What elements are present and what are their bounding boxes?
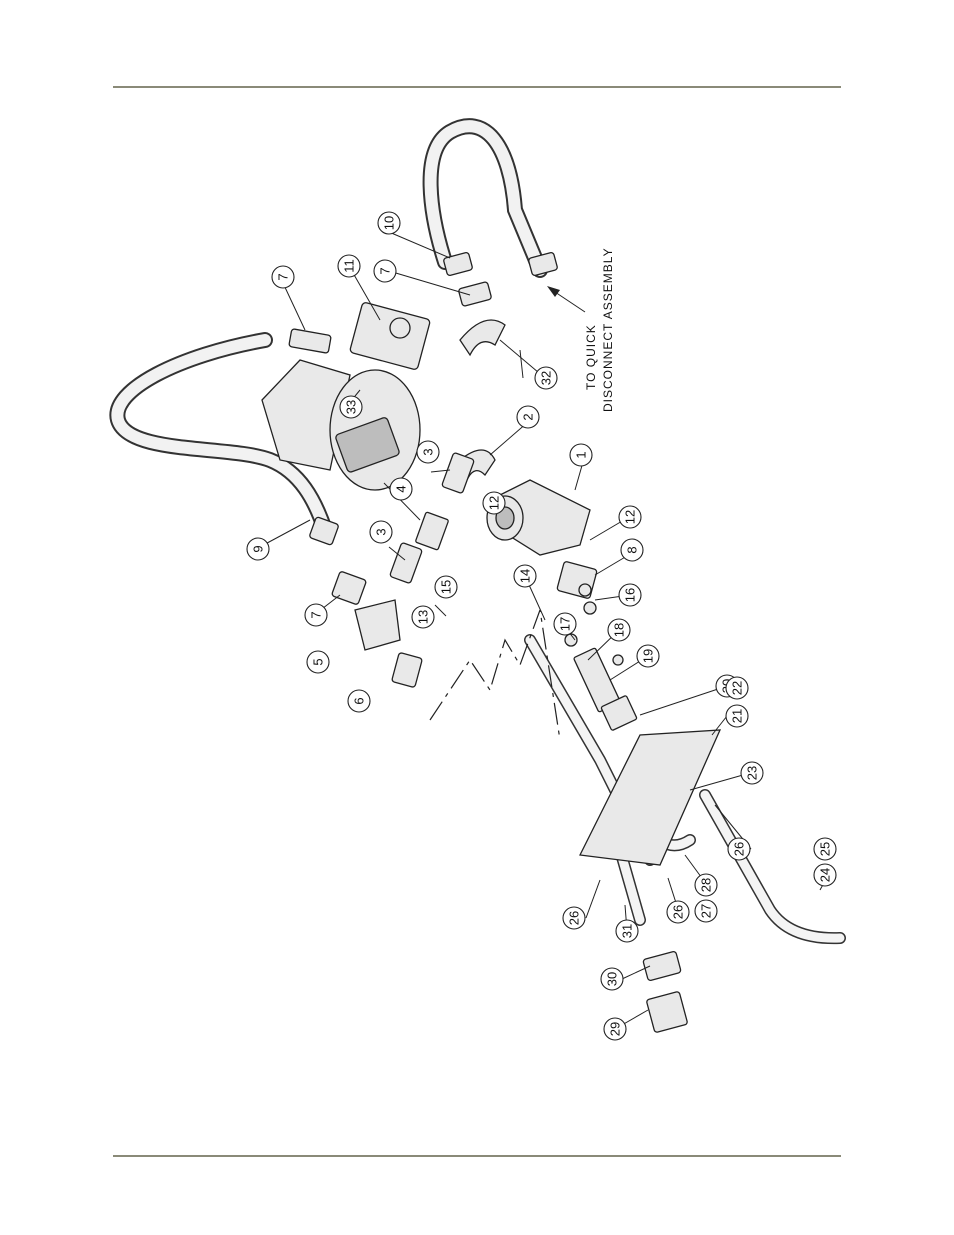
callout-13: 13 (411, 605, 435, 629)
callout-14: 14 (513, 564, 537, 588)
header-rule (113, 86, 841, 88)
hose-10 (422, 118, 548, 278)
svg-text:32: 32 (539, 371, 554, 385)
note-arrow (547, 286, 586, 313)
callout-9: 9 (246, 537, 270, 561)
callout-11: 11 (337, 254, 361, 278)
callout-2: 2 (516, 405, 540, 429)
callout-4: 4 (389, 477, 413, 501)
callout-12a: 12 (482, 491, 506, 515)
callout-12b: 12 (618, 505, 642, 529)
fittings (288, 251, 688, 1033)
callout-3a: 3 (416, 440, 440, 464)
callout-16: 16 (618, 583, 642, 607)
solenoid-valve (349, 302, 431, 370)
svg-text:25: 25 (818, 842, 833, 856)
svg-text:27: 27 (699, 904, 714, 918)
svg-text:7: 7 (378, 267, 393, 274)
quick-disconnect-note: TO QUICK DISCONNECT ASSEMBLY (584, 247, 615, 412)
svg-text:17: 17 (558, 617, 573, 631)
callout-26c: 26 (727, 837, 751, 861)
callout-15: 15 (434, 575, 458, 599)
svg-text:4: 4 (394, 485, 409, 492)
callout-5: 5 (306, 650, 330, 674)
callout-27: 27 (694, 899, 718, 923)
callout-26a: 26 (562, 906, 586, 930)
svg-text:15: 15 (439, 580, 454, 594)
svg-text:7: 7 (309, 611, 324, 618)
callout-7b: 7 (373, 259, 397, 283)
callout-32: 32 (534, 366, 558, 390)
callout-33: 33 (339, 395, 363, 419)
svg-text:13: 13 (416, 610, 431, 624)
svg-text:7: 7 (276, 273, 291, 280)
callout-28: 28 (694, 873, 718, 897)
callout-3b: 3 (369, 520, 393, 544)
assembly-line (429, 609, 561, 741)
svg-text:29: 29 (608, 1022, 623, 1036)
svg-text:3: 3 (374, 528, 389, 535)
callout-1: 1 (569, 443, 593, 467)
svg-text:26: 26 (671, 905, 686, 919)
svg-text:11: 11 (342, 259, 357, 273)
callout-25: 25 (813, 837, 837, 861)
valve-body (486, 479, 591, 556)
svg-text:26: 26 (567, 911, 582, 925)
svg-text:5: 5 (311, 658, 326, 665)
callout-24: 24 (813, 863, 837, 887)
callout-21: 21 (725, 704, 749, 728)
svg-text:28: 28 (699, 878, 714, 892)
callout-23: 23 (740, 761, 764, 785)
callout-10: 10 (377, 211, 401, 235)
filter-housing (261, 359, 421, 491)
callout-17: 17 (553, 612, 577, 636)
callout-30: 30 (600, 967, 624, 991)
callout-7a: 7 (271, 265, 295, 289)
callout-8: 8 (620, 538, 644, 562)
callout-19: 19 (636, 644, 660, 668)
callout-6: 6 (347, 689, 371, 713)
callout-31: 31 (615, 919, 639, 943)
footer-rule (113, 1155, 841, 1157)
svg-text:8: 8 (625, 546, 640, 553)
svg-text:12: 12 (623, 510, 638, 524)
callout-22: 22 (725, 676, 749, 700)
svg-text:22: 22 (730, 681, 745, 695)
svg-text:33: 33 (344, 400, 359, 414)
svg-text:23: 23 (745, 766, 760, 780)
svg-text:12: 12 (487, 496, 502, 510)
callout-26b: 26 (666, 900, 690, 924)
svg-text:9: 9 (251, 545, 266, 552)
svg-text:14: 14 (518, 569, 533, 583)
svg-text:30: 30 (605, 972, 620, 986)
mounting-plate (579, 729, 722, 866)
svg-text:19: 19 (641, 649, 656, 663)
note-line-2: DISCONNECT ASSEMBLY (601, 247, 615, 412)
svg-text:24: 24 (818, 868, 833, 882)
svg-text:16: 16 (623, 588, 638, 602)
callout-7c: 7 (304, 603, 328, 627)
svg-text:2: 2 (521, 413, 536, 420)
svg-text:21: 21 (730, 709, 745, 723)
note-line-1: TO QUICK (584, 324, 598, 390)
svg-text:3: 3 (421, 448, 436, 455)
svg-text:18: 18 (612, 623, 627, 637)
svg-text:31: 31 (620, 924, 635, 938)
callout-29: 29 (603, 1017, 627, 1041)
svg-text:26: 26 (732, 842, 747, 856)
svg-text:1: 1 (574, 451, 589, 458)
callout-18: 18 (607, 618, 631, 642)
svg-text:10: 10 (382, 216, 397, 230)
hose-9 (109, 332, 333, 538)
svg-text:6: 6 (352, 697, 367, 704)
